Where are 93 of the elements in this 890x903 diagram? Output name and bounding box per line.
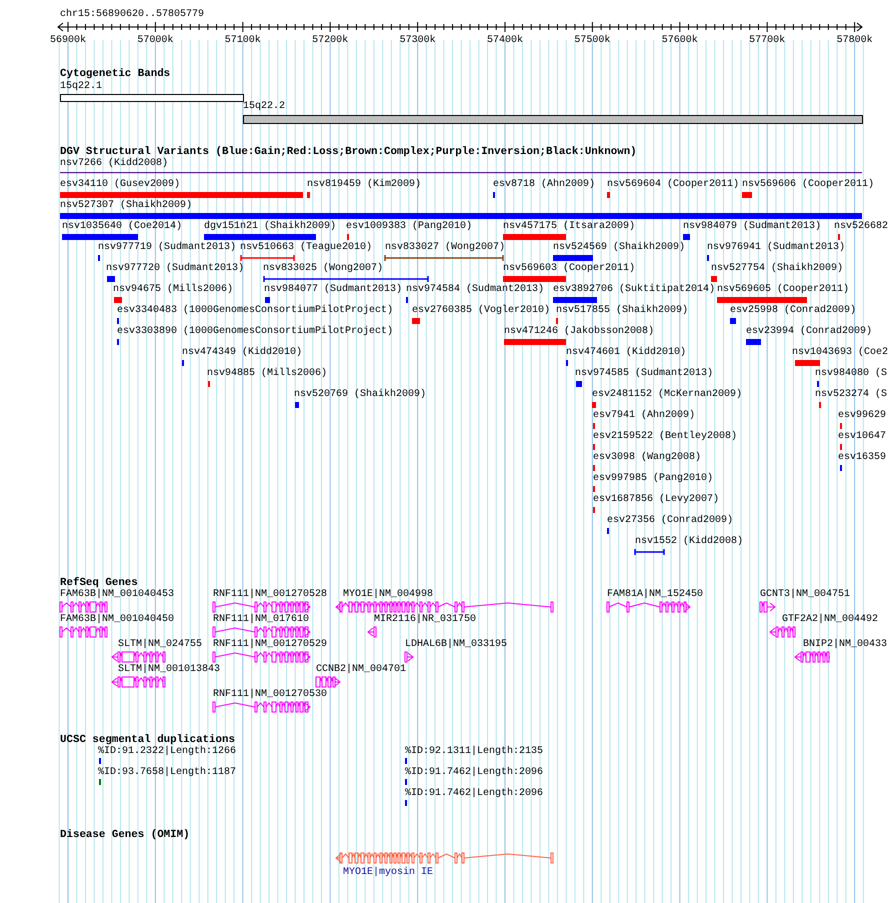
variant-label: nsv833027 (Wong2007): [385, 242, 506, 254]
gene-label: LDHAL6B|NM_033195: [405, 639, 508, 651]
variant-label: nsv457175 (Itsara2009): [503, 221, 636, 233]
variant-label: nsv471246 (Jakobsson2008): [504, 326, 654, 338]
variant-label: nsv977720 (Sudmant2013): [106, 263, 244, 275]
variant-label: nsv984080 (S: [815, 368, 888, 380]
gene-label: BNIP2|NM_00433: [803, 639, 888, 651]
variant-label: nsv523274 (S: [815, 389, 888, 401]
variant-label: nsv527307 (Shaikh2009): [60, 200, 192, 212]
variant-label: dgv151n21 (Shaikh2009): [204, 221, 336, 233]
variant-label: esv1009383 (Pang2010): [346, 221, 472, 233]
track-heading: UCSC segmental duplications: [60, 734, 235, 746]
variant-label: esv7941 (Ahn2009): [593, 410, 696, 422]
variant-label: nsv527754 (Shaikh2009): [711, 263, 844, 275]
band-label: 15q22.2: [243, 101, 286, 113]
variant-label: nsv976941 (Sudmant2013): [707, 242, 846, 254]
gene-label: FAM63B|NM_001040453: [60, 589, 174, 601]
variant-label: nsv526682: [834, 221, 888, 233]
gene-label: SLTM|NM_024755: [118, 639, 202, 651]
variant-label: esv2159522 (Bentley2008): [593, 431, 738, 443]
variant-label: nsv977719 (Sudmant2013): [98, 242, 236, 254]
gene-label: RNF111|NM_001270529: [213, 639, 328, 651]
axis-tick-label: 57800k: [836, 35, 873, 47]
axis-tick-label: 57100k: [224, 35, 261, 47]
gene-label: GTF2A2|NM_004492: [782, 614, 878, 626]
variant-label: nsv974584 (Sudmant2013): [406, 284, 544, 296]
gene-label: FAM81A|NM_152450: [607, 589, 704, 601]
variant-label: esv10647: [838, 431, 886, 443]
variant-label: nsv524569 (Shaikh2009): [553, 242, 686, 254]
gene-label: MIR2116|NR_031750: [374, 614, 476, 626]
track-heading: RefSeq Genes: [60, 577, 138, 589]
duplication-label: %ID:91.2322|Length:1266: [98, 746, 236, 758]
variant-label: nsv974585 (Sudmant2013): [575, 368, 714, 380]
variant-label: esv3303890 (1000GenomesConsortiumPilotProject): [117, 326, 394, 338]
gene-label: SLTM|NM_001013843: [118, 664, 220, 676]
variant-label: esv27356 (Conrad2009): [607, 515, 734, 527]
variant-label: esv2481152 (McKernan2009): [592, 389, 742, 401]
duplication-label: %ID:92.1311|Length:2135: [405, 746, 544, 758]
variant-label: nsv984077 (Sudmant2013): [264, 284, 402, 296]
track-heading: Cytogenetic Bands: [60, 68, 170, 80]
duplication-label: %ID:91.7462|Length:2096: [405, 767, 544, 779]
axis-tick-label: 57400k: [487, 35, 523, 47]
variant-label: esv3892706 (Suktitipat2014): [553, 284, 716, 296]
disease-gene-label: MYO1E|myosin IE: [343, 867, 434, 879]
variant-label: nsv984079 (Sudmant2013): [683, 221, 822, 233]
variant-label: nsv7266 (Kidd2008): [60, 158, 168, 170]
axis-tick-label: 57600k: [662, 35, 698, 47]
axis-tick-label: 57700k: [749, 35, 786, 47]
variant-label: esv8718 (Ahn2009): [493, 179, 596, 191]
gene-label: CCNB2|NM_004701: [316, 664, 406, 676]
duplication-label: %ID:93.7658|Length:1187: [98, 767, 236, 779]
variant-label: nsv569604 (Cooper2011): [607, 179, 740, 191]
variant-label: nsv94885 (Mills2006): [207, 368, 328, 380]
variant-label: nsv474349 (Kidd2010): [182, 347, 302, 359]
variant-label: esv1687856 (Levy2007): [593, 494, 720, 506]
variant-label: esv25998 (Conrad2009): [730, 305, 856, 317]
variant-label: nsv569606 (Cooper2011): [742, 179, 874, 191]
variant-label: nsv1035640 (Coe2014): [62, 221, 182, 233]
band-label: 15q22.1: [60, 81, 102, 93]
variant-label: esv3098 (Wang2008): [593, 452, 702, 464]
variant-label: nsv1552 (Kidd2008): [635, 536, 744, 548]
variant-label: nsv569605 (Cooper2011): [717, 284, 850, 296]
variant-label: nsv517855 (Shaikh2009): [556, 305, 688, 317]
variant-label: esv3340483 (1000GenomesConsortiumPilotProject): [117, 305, 394, 317]
variant-label: nsv819459 (Kim2009): [307, 179, 422, 191]
gene-label: GCNT3|NM_004751: [760, 589, 850, 601]
gene-label: MYO1E|NM_004998: [343, 589, 434, 601]
variant-label: nsv569603 (Cooper2011): [503, 263, 636, 275]
gene-label: RNF111|NM_001270528: [213, 589, 328, 601]
track-heading: DGV Structural Variants (Blue:Gain;Red:Loss;Brown:Complex;Purple:Inversion;Black:Unknown): [60, 146, 637, 158]
axis-tick-label: 57500k: [574, 35, 610, 47]
axis-tick-label: 57000k: [137, 35, 174, 47]
variant-label: esv34110 (Gusev2009): [60, 179, 180, 191]
gene-label: RNF111|NM_017610: [213, 614, 310, 626]
variant-label: nsv474601 (Kidd2010): [566, 347, 686, 359]
gene-label: RNF111|NM_001270530: [213, 689, 328, 701]
coordinate-range-label: chr15:56890620..57805779: [60, 9, 204, 21]
variant-label: esv2760385 (Vogler2010): [412, 305, 550, 317]
variant-label: nsv94675 (Mills2006): [113, 284, 234, 296]
axis-tick-label: 56900k: [50, 35, 86, 47]
variant-label: nsv833025 (Wong2007): [263, 263, 384, 275]
variant-label: esv99629: [838, 410, 886, 422]
axis-tick-label: 57200k: [312, 35, 348, 47]
track-heading: Disease Genes (OMIM): [60, 829, 190, 841]
variant-label: esv16359: [838, 452, 886, 464]
variant-label: nsv520769 (Shaikh2009): [294, 389, 426, 401]
gene-label: FAM63B|NM_001040450: [60, 614, 174, 626]
variant-label: esv997985 (Pang2010): [593, 473, 714, 485]
duplication-label: %ID:91.7462|Length:2096: [405, 788, 544, 800]
variant-label: nsv1043693 (Coe2: [792, 347, 888, 359]
axis-tick-label: 57300k: [400, 35, 436, 47]
variant-label: nsv510663 (Teague2010): [240, 242, 372, 254]
variant-label: esv23994 (Conrad2009): [746, 326, 872, 338]
